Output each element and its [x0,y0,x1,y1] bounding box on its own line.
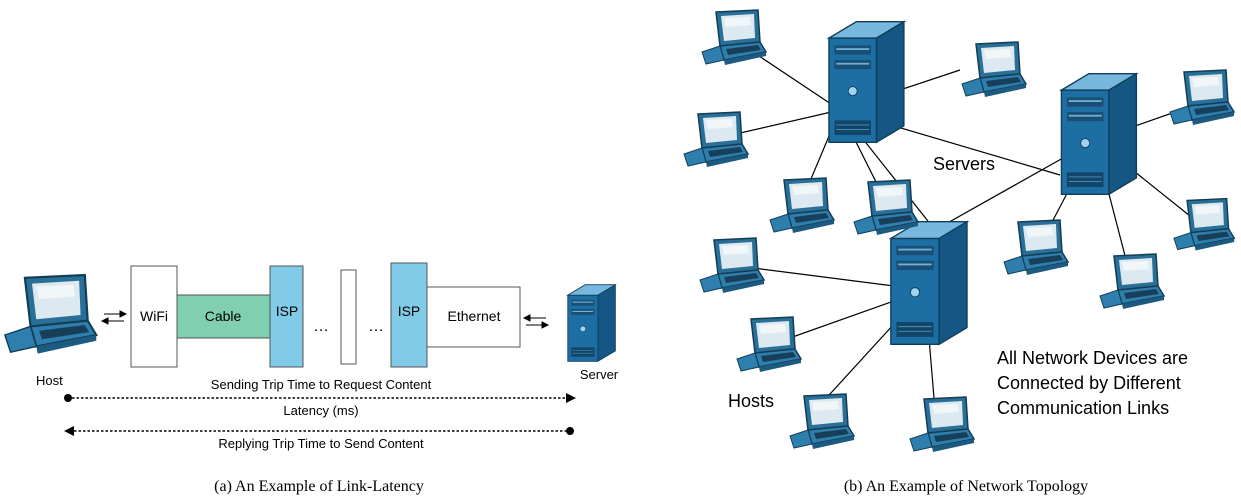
host-laptop-icon [3,273,98,355]
host-laptop-icon-6 [853,179,919,236]
server-bidirectional-arrow-icon [522,314,550,329]
host-laptop-icon-9 [699,237,765,294]
wifi-segment [130,265,178,368]
isp-segment-2 [390,262,428,368]
host-bidirectional-arrow-icon [100,310,128,325]
host-laptop-icon-10 [1099,253,1165,310]
server-icon-top [828,20,905,144]
host-label: Host [36,373,63,388]
host-laptop-icon-3 [1169,69,1235,126]
server-tower-icon [567,284,616,362]
host-laptop-icon-12 [789,393,855,450]
server-icon-bottom [890,220,968,346]
network-note-line-2: Connected by Different [997,373,1181,393]
isp-segment-1 [269,265,304,368]
host-laptop-icon-1 [701,9,767,66]
isp-label-2: ISP [398,303,421,319]
host-laptop-icon-8 [1003,219,1069,276]
caption-a: (a) An Example of Link-Latency [214,478,424,495]
host-laptop-icon-7 [1173,197,1235,252]
server-label: Server [580,367,619,382]
hosts-label: Hosts [728,391,774,411]
cable-segment [176,294,271,339]
host-laptop-icon-5 [769,177,835,234]
network-note: All Network Devices are Connected by Dif… [997,348,1193,418]
network-topology-panel: Servers Hosts All Network Devices are Co… [683,9,1235,495]
caption-b: (b) An Example of Network Topology [844,478,1088,495]
sending-trip-arrow [64,393,576,403]
server-icon-right [1060,72,1138,196]
replying-trip-label: Replying Trip Time to Send Content [218,436,424,451]
ethernet-label: Ethernet [448,308,501,324]
ethernet-segment [426,286,521,348]
link-latency-panel: Host WiFi Cable ISP … … ISP Ethernet [3,262,619,495]
ellipsis-2: … [368,318,384,335]
network-note-line-3: Communication Links [997,398,1169,418]
intermediate-link-segment [340,269,357,365]
host-laptop-icon-11 [736,316,802,373]
host-laptop-icon-2 [961,41,1027,98]
cable-label: Cable [205,308,242,324]
sending-trip-label: Sending Trip Time to Request Content [211,377,432,392]
network-note-line-1: All Network Devices are [997,348,1188,368]
isp-label-1: ISP [276,303,299,319]
replying-trip-arrow [64,426,574,436]
host-laptop-icon-4 [683,111,749,168]
wifi-label: WiFi [140,308,168,324]
host-laptop-icon-13 [909,396,975,453]
ellipsis-1: … [313,318,329,335]
servers-label: Servers [933,154,995,174]
latency-label: Latency (ms) [283,403,358,418]
